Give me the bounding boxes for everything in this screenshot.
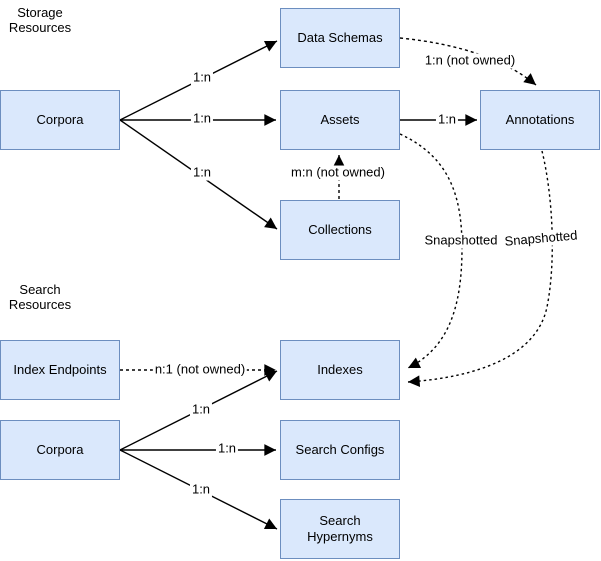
edge-label-collections-to-assets: m:n (not owned) [289,164,387,181]
node-search-hypernyms: Search Hypernyms [280,499,400,559]
node-corpora-storage: Corpora [0,90,120,150]
node-index-endpoints: Index Endpoints [0,340,120,400]
edge-label-index-endpoints-to-indexes: n:1 (not owned) [152,361,248,378]
edge-assets-to-indexes [399,133,463,369]
node-annotations: Annotations [480,90,600,150]
edge-label-corpora-to-assets: 1:n [190,110,214,127]
storage-resources-section-label: Storage Resources [8,5,72,35]
node-data-schemas: Data Schemas [280,8,400,68]
search-resources-section-label: Search Resources [8,282,72,312]
node-indexes: Indexes [280,340,400,400]
edge-label-corpora-to-search-hypernyms: 1:n [189,481,213,498]
node-search-configs: Search Configs [280,420,400,480]
edge-annotations-to-indexes [407,150,553,388]
node-collections: Collections [280,200,400,260]
edge-label-snapshotted-assets: Snapshotted [422,232,500,249]
node-corpora-search: Corpora [0,420,120,480]
edge-label-corpora-to-data-schemas: 1:n [190,69,214,86]
node-assets: Assets [280,90,400,150]
edge-label-assets-to-annotations: 1:n [435,111,459,128]
edge-label-data-schemas-to-annotations: 1:n (not owned) [422,52,518,69]
edge-label-corpora-to-indexes: 1:n [189,401,213,418]
edge-label-corpora-to-collections: 1:n [190,164,214,181]
edge-label-corpora-to-search-configs: 1:n [215,440,239,457]
